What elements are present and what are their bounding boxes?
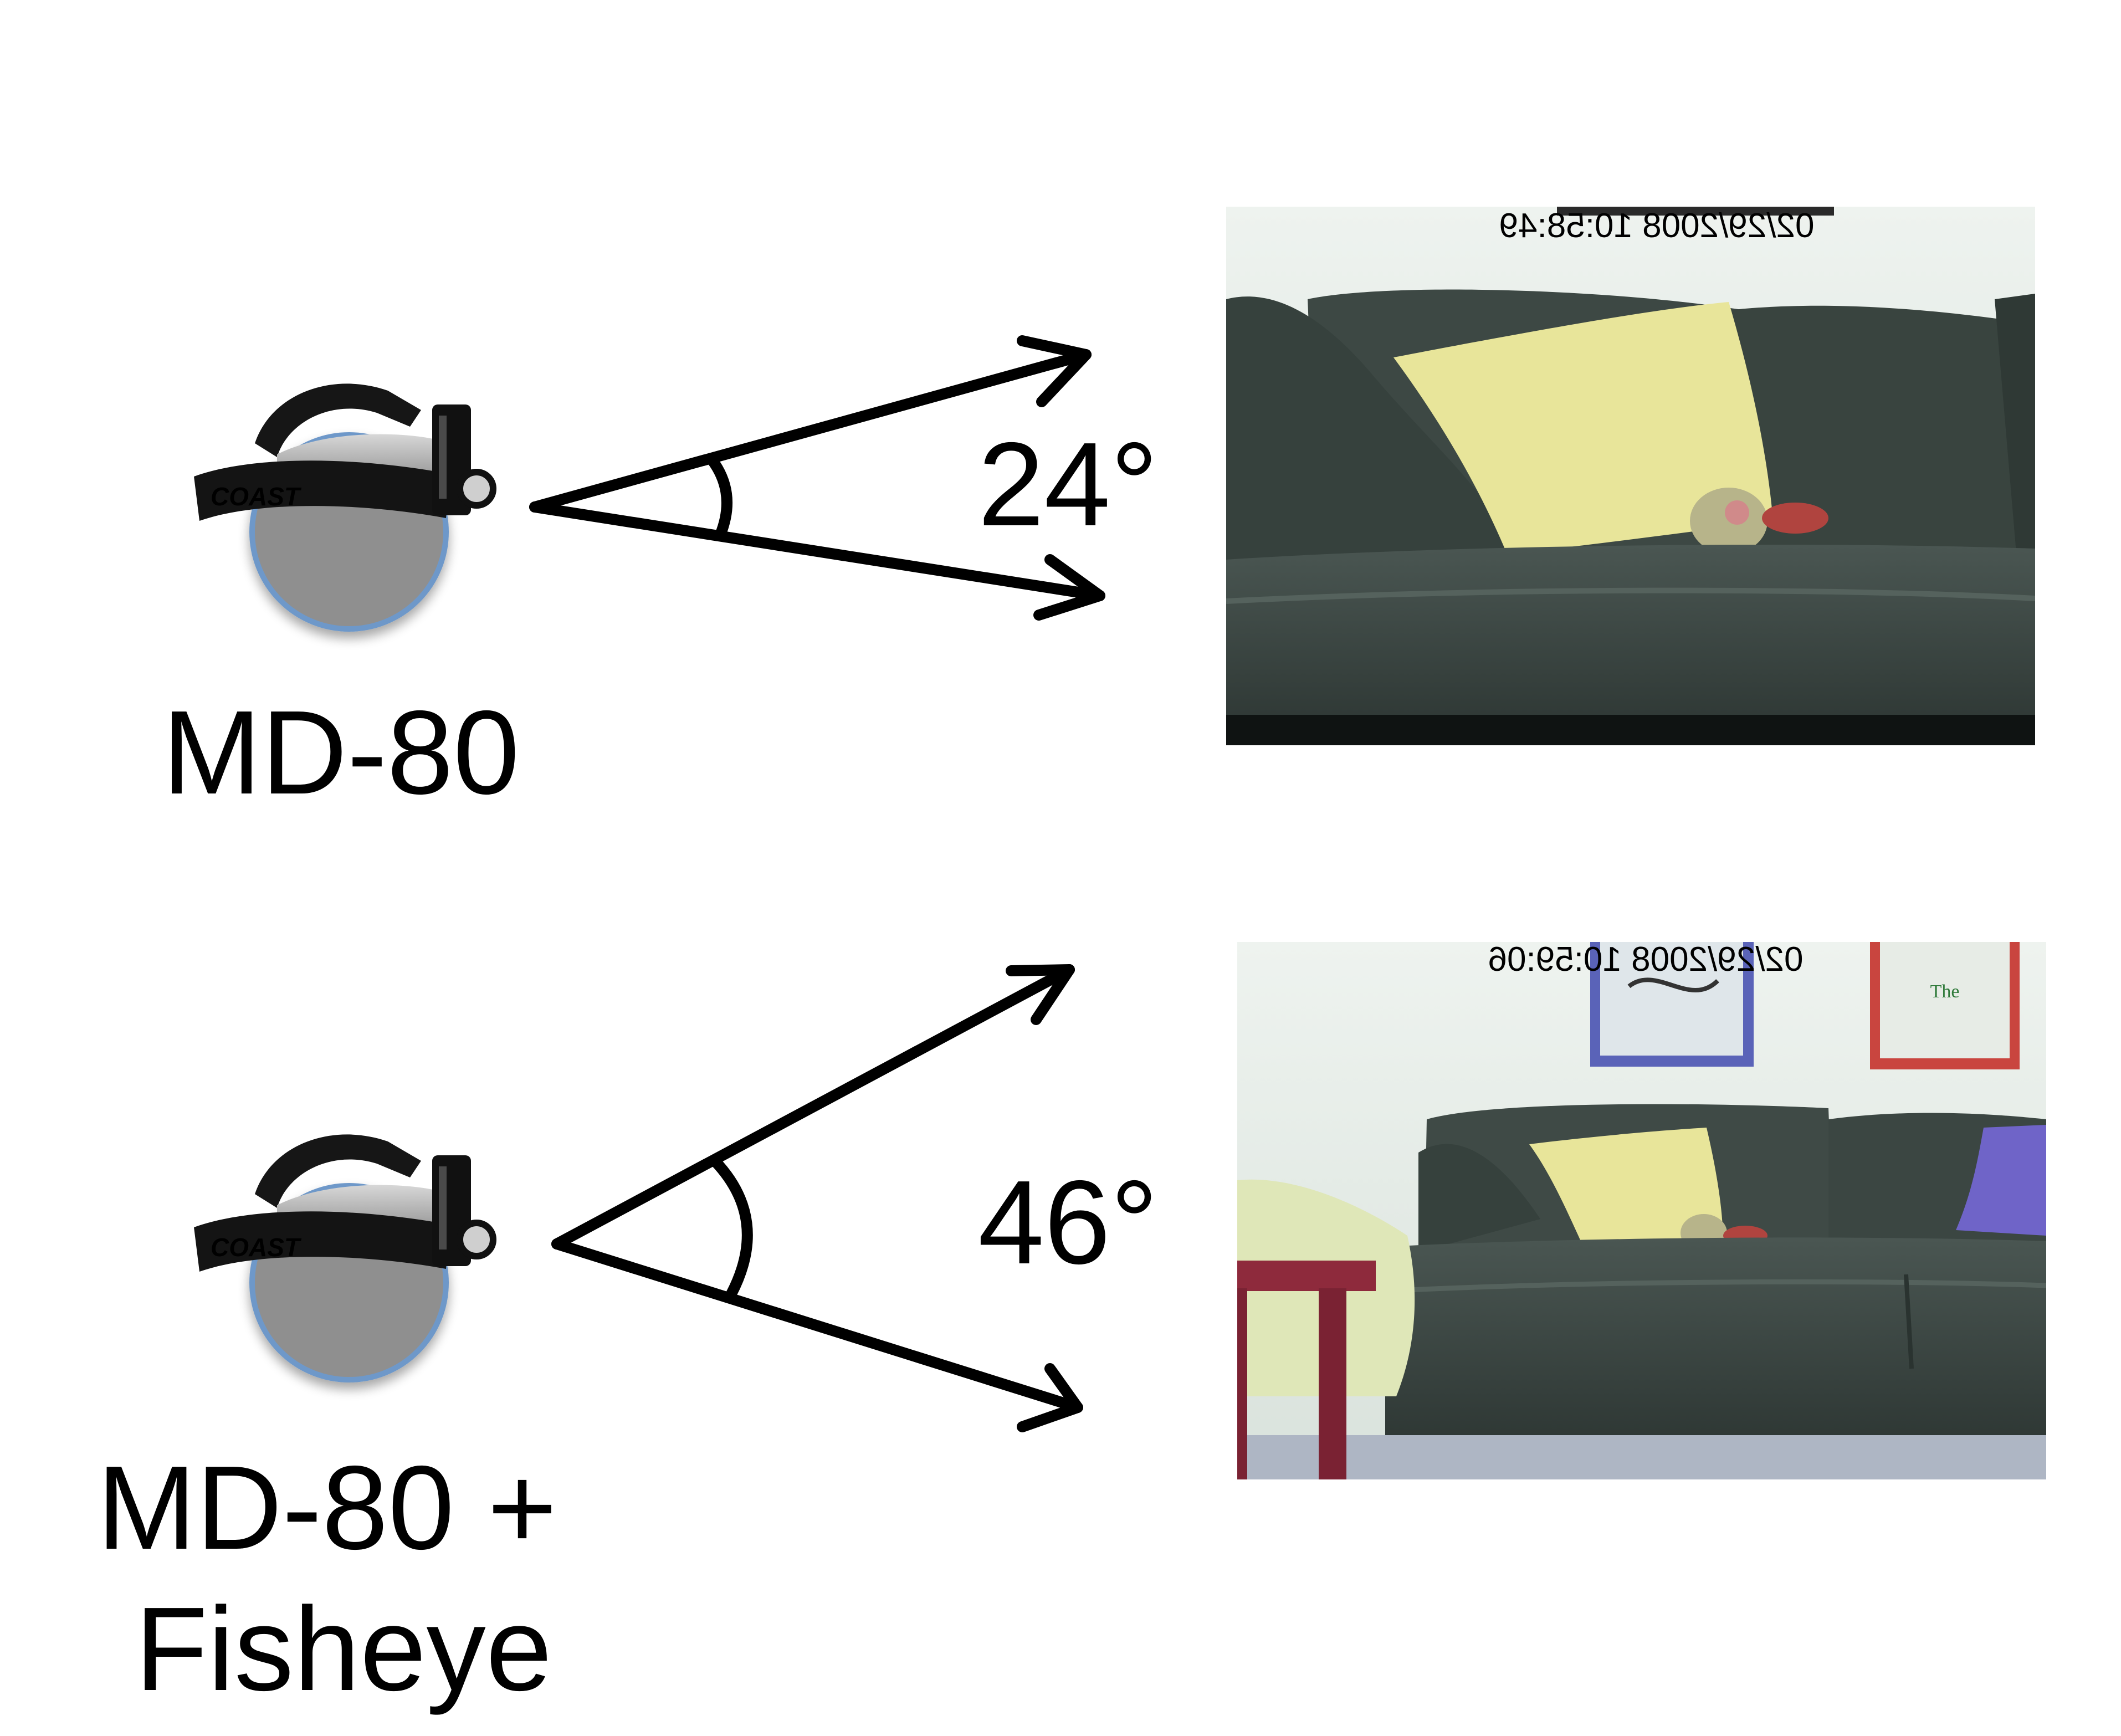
headband-strap-top xyxy=(255,383,421,457)
fov-arrow-upper xyxy=(529,349,1092,513)
headband-brand-text: COAST xyxy=(211,1233,302,1262)
row-md80: COAST 24° MD-80 xyxy=(162,207,2035,819)
camera-label-md80-fisheye: MD-80 + Fisheye xyxy=(97,1441,590,1715)
purple-pillow xyxy=(1956,1125,2046,1236)
fov-angle-arc xyxy=(706,454,732,540)
fov-arrow-upper xyxy=(551,964,1075,1249)
fov-arrowhead-upper xyxy=(1017,335,1092,407)
camera-lens-icon xyxy=(457,1220,496,1259)
headband-brand-text: COAST xyxy=(211,482,302,511)
camera-body-highlight xyxy=(439,416,447,499)
photo-timestamp-narrow: 02/29/2008 10:58:49 xyxy=(1499,207,1815,245)
headband-camera-icon: COAST xyxy=(194,1134,496,1382)
fov-arrows-24 xyxy=(529,335,1105,621)
photo-timestamp-wide: 02/29/2008 10:59:06 xyxy=(1488,940,1804,979)
yellow-pillow xyxy=(1529,1128,1723,1249)
fov-arrowhead-lower xyxy=(1033,554,1105,621)
camera-lens-icon xyxy=(457,469,496,509)
camera-view-photo-wide: The xyxy=(1237,940,2046,1479)
side-table xyxy=(1237,1261,1376,1291)
headband-strap-top xyxy=(255,1134,421,1208)
fov-angle-arc xyxy=(709,1155,753,1299)
fov-arrow-lower xyxy=(529,501,1105,601)
headband-strap-front xyxy=(194,1211,449,1272)
fov-arrowhead-upper xyxy=(1006,964,1075,1025)
headband-camera-icon: COAST xyxy=(194,383,496,632)
svg-text:The: The xyxy=(1930,981,1960,1002)
row-md80-fisheye: COAST 46° MD-80 + Fisheye xyxy=(97,940,2046,1715)
fov-arrowhead-lower xyxy=(1017,1363,1083,1432)
angle-label-24: 24° xyxy=(978,417,1158,551)
camera-view-photo-narrow: 02/29/2008 10:58:49 xyxy=(1226,207,2035,745)
yellow-pillow xyxy=(1393,302,1773,554)
headband-strap-front xyxy=(194,460,449,521)
fov-arrows-46 xyxy=(551,964,1083,1432)
fov-arrow-lower xyxy=(551,1238,1083,1413)
camera-label-md80: MD-80 xyxy=(162,685,519,819)
angle-label-46: 46° xyxy=(978,1155,1158,1289)
camera-body-highlight xyxy=(439,1166,447,1249)
